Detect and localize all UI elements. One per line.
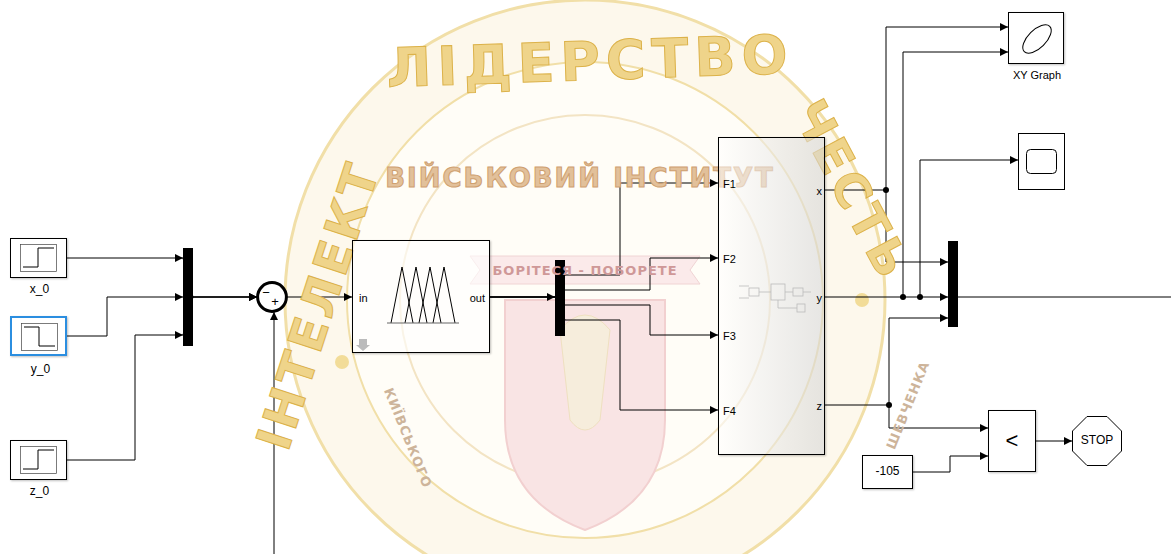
step-block: x_0 — [10, 238, 67, 278]
block-name: XY Graph — [1013, 69, 1061, 81]
signal-line — [1036, 441, 1072, 442]
port-label: F4 — [723, 405, 736, 417]
block-icon — [11, 441, 68, 481]
block-icon — [12, 318, 69, 358]
relational-block: < — [988, 410, 1036, 472]
signal-line — [825, 405, 988, 428]
mux-bar — [183, 248, 193, 346]
mux-bar — [948, 241, 958, 327]
demux-bar — [555, 260, 565, 336]
subsystem-block: F1F2F3F4 x y z — [718, 137, 825, 455]
port-label: x — [817, 185, 823, 197]
port-label: out — [470, 292, 485, 304]
scope-block — [1019, 134, 1065, 190]
step-block: y_0 — [10, 316, 67, 356]
constant-value: -105 — [875, 465, 899, 478]
watermark-text: БОРІТЕСЯ - ПОБОРЕТЕ — [492, 264, 677, 277]
port-label: z — [817, 400, 823, 412]
signal-line — [825, 27, 1008, 190]
signal-line — [67, 297, 257, 336]
output-wire — [958, 297, 1171, 298]
signal-line — [490, 297, 718, 410]
watermark-text: КИЇВСЬКОГО — [382, 386, 434, 490]
port-label: F3 — [723, 330, 736, 342]
signal-line — [825, 52, 1008, 297]
signal-line — [287, 297, 352, 298]
watermark-text: ЛІДЕРСТВО — [386, 28, 795, 96]
step-block: z_0 — [10, 440, 67, 480]
port-label: F2 — [723, 253, 736, 265]
signal-line — [67, 297, 257, 460]
signal-line — [490, 183, 718, 297]
constant-block: -105 — [862, 455, 913, 489]
stop-label: STOP — [1081, 434, 1113, 447]
sign-label: + — [271, 295, 279, 309]
signal-line — [913, 456, 988, 472]
block-icon — [1009, 13, 1065, 65]
signal-line — [67, 258, 257, 297]
branch-wire — [903, 297, 948, 298]
branch-wire — [920, 160, 1018, 297]
port-label: in — [359, 292, 368, 304]
port-label: y — [817, 292, 823, 304]
block-icon — [11, 239, 68, 279]
operator-symbol: < — [1006, 429, 1019, 453]
signal-line — [490, 297, 718, 335]
watermark-text: ШЕВЧЕНКА — [884, 359, 931, 451]
block-name: x_0 — [30, 283, 49, 296]
stop-block: STOP — [1072, 416, 1122, 466]
sign-label: − — [262, 286, 270, 300]
branch-wire — [886, 190, 948, 262]
feedback-wire — [274, 312, 275, 554]
xy-graph-block: XY Graph — [1008, 12, 1064, 64]
block-name: y_0 — [31, 363, 50, 376]
signal-line — [490, 258, 718, 297]
port-label: F1 — [723, 178, 736, 190]
branch-wire — [889, 318, 948, 405]
sum-block: −+ — [257, 282, 287, 312]
block-name: z_0 — [30, 485, 49, 498]
fuzzy-controller: in out — [352, 240, 490, 353]
watermark-text: ВІЙСЬКОВИЙ ІНСТИТУТ — [385, 165, 774, 191]
